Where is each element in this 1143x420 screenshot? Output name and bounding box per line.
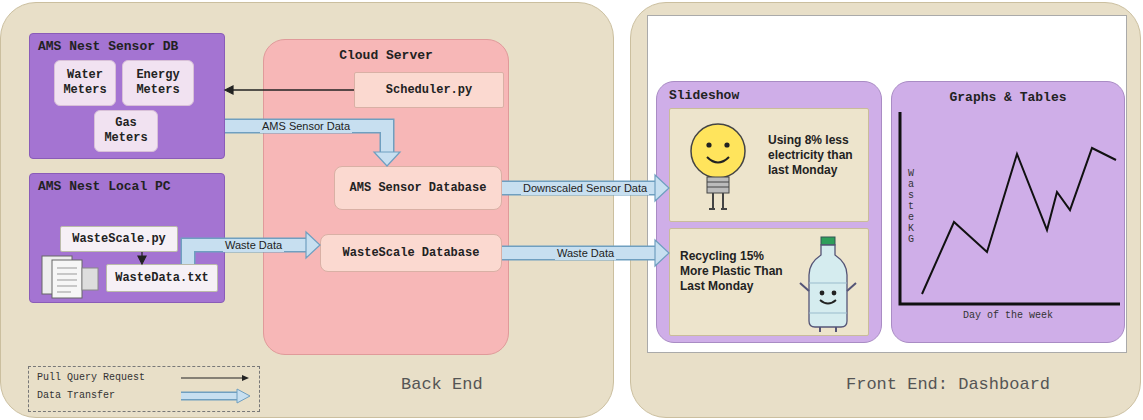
legend-text: Data Transfer [37, 390, 115, 401]
legend-sample [179, 388, 253, 404]
query-arrow [138, 252, 146, 264]
arrowhead [655, 240, 669, 266]
node-text: Using 8% less electricity than last Mond… [768, 133, 864, 178]
node-text: WasteScale.py [65, 232, 173, 247]
meter-box: Energy Meters [122, 60, 194, 106]
node-text: Scheduler.py [359, 83, 499, 98]
document-icon [38, 254, 102, 300]
script-box: Scheduler.py [354, 72, 504, 108]
edge-label: AMS Sensor Data [260, 120, 352, 133]
bottle-illustration [792, 233, 864, 333]
group-box: AMS Nest Local PC WasteScale.pyWasteData.… [29, 173, 225, 303]
data-transfer-arrow [502, 240, 669, 266]
edge-label: Waste Data [555, 247, 616, 260]
server-box: Cloud ServerScheduler.pyAMS Sensor Datab… [263, 39, 509, 355]
region-panel: Front End: Dashboard SlideshowUsing 8% le… [630, 2, 1141, 418]
node-text: Front End: Dashboard [846, 375, 1050, 394]
query-arrow [225, 86, 354, 94]
arrowhead [374, 152, 400, 166]
slide-card: Using 8% less electricity than last Mond… [669, 108, 869, 222]
node-text: Cloud Server [264, 48, 508, 63]
bulb-illustration [680, 115, 760, 219]
node-text: WasteData.txt [111, 271, 213, 286]
slide-card: Recycling 15% More Plastic Than Last Mon… [669, 228, 869, 336]
legend-text: Pull Query Request [37, 372, 145, 383]
node-text: Water Meters [59, 68, 111, 98]
group-box: AMS Nest Sensor DB Water Meters Energy Met… [29, 33, 225, 159]
region-panel: Back End AMS Nest Sensor DB Water Meters En… [0, 2, 614, 418]
arrowhead [225, 86, 233, 94]
database-box: WasteScale Database [320, 234, 502, 272]
data-transfer-arrow [188, 232, 320, 264]
legend-box: Pull Query RequestData Transfer [28, 366, 260, 412]
node-text: AMS Nest Local PC [38, 179, 171, 194]
node-text: Slideshow [669, 88, 739, 103]
node-text: Graphs & Tables [892, 90, 1124, 105]
arrowhead [306, 232, 320, 258]
node-text: Back End [401, 375, 483, 394]
legend-sample [179, 370, 253, 386]
node-text: AMS Nest Sensor DB [38, 39, 178, 54]
database-box: AMS Sensor Database [334, 166, 502, 210]
arrowhead [138, 256, 146, 264]
node-text: Gas Meters [99, 116, 153, 146]
axis-label: Day of the week [892, 310, 1124, 321]
node-text: WasteScale Database [325, 246, 497, 261]
data-transfer-arrow [502, 175, 669, 201]
chart-panel: Graphs & TablesWaste KG Day of the week [891, 81, 1125, 343]
slideshow-panel: SlideshowUsing 8% less electricity than … [656, 81, 882, 343]
axis-label: Waste KG [906, 168, 916, 245]
arrowhead [655, 175, 669, 201]
meter-box: Gas Meters [94, 110, 158, 152]
node-text: AMS Sensor Database [339, 181, 497, 196]
node-text: Energy Meters [127, 68, 189, 98]
file-box: WasteScale.py [60, 226, 178, 252]
node-text: Recycling 15% More Plastic Than Last Mon… [680, 249, 786, 294]
edge-label: Waste Data [223, 239, 284, 252]
file-box: WasteData.txt [106, 264, 218, 292]
line-chart [892, 82, 1126, 344]
edge-label: Downscaled Sensor Data [521, 182, 649, 195]
meter-box: Water Meters [54, 60, 116, 106]
